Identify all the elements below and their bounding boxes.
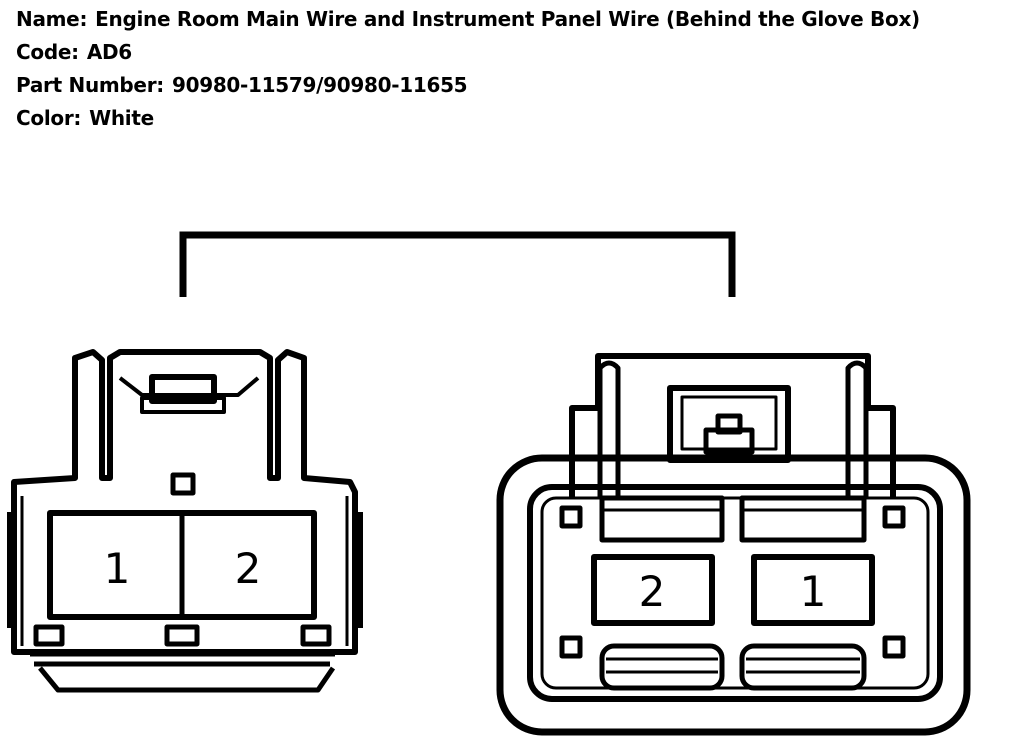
right-connector-top-housing	[569, 353, 896, 498]
right-connector-guide-ribs	[606, 657, 860, 674]
part-number-row: Part Number: 90980-11579/90980-11655	[16, 69, 920, 102]
left-connector-pin-2-label: 2	[235, 544, 262, 593]
right-connector-corner-slot-top-left	[559, 505, 583, 529]
right-connector-corner-slot-top-right	[882, 505, 906, 529]
left-connector-slot-center	[164, 624, 200, 647]
left-connector-skirt	[38, 666, 336, 693]
name-row: Name: Engine Room Main Wire and Instrumen…	[16, 3, 920, 36]
right-connector-pin-1-label: 1	[800, 567, 827, 616]
right-connector-latch-tip	[715, 413, 743, 435]
right-connector-latch-arm-left	[597, 360, 621, 498]
code-label: Code:	[16, 40, 79, 64]
right-connector-rail-top-right	[739, 495, 867, 543]
mating-bracket	[179, 231, 736, 297]
left-connector-latch	[149, 374, 217, 404]
connector-info: Name: Engine Room Main Wire and Instrumen…	[16, 3, 920, 135]
right-connector-corner-slot-bottom-left	[559, 635, 583, 659]
right-connector-corner-slot-bottom-right	[882, 635, 906, 659]
left-connector-slot-right	[300, 624, 332, 647]
color-row: Color: White	[16, 102, 920, 135]
part-number-value: 90980-11579/90980-11655	[171, 73, 468, 97]
left-connector-inner-trim	[20, 496, 349, 646]
left-connector-latch-base	[140, 396, 226, 414]
right-connector-latch-housing	[667, 385, 791, 463]
right-connector-guide-bottom-right	[739, 643, 867, 691]
right-connector-cavity-left	[591, 554, 715, 626]
name-label: Name:	[16, 7, 88, 31]
right-connector-latch-frame	[680, 395, 778, 451]
right-connector-pin-2-label: 2	[639, 567, 666, 616]
right-connector-latch-arm-right	[845, 360, 869, 498]
right-connector	[496, 353, 971, 736]
color-label: Color:	[16, 106, 82, 130]
left-connector-lock-tab	[170, 472, 196, 496]
left-connector-pin-1-label: 1	[104, 544, 131, 593]
code-row: Code: AD6	[16, 36, 920, 69]
left-connector-flange	[30, 651, 335, 667]
left-connector-dome	[118, 376, 260, 397]
right-connector-rail-top-left	[599, 495, 725, 543]
left-connector-housing	[11, 349, 358, 655]
code-value: AD6	[86, 40, 132, 64]
part-number-label: Part Number:	[16, 73, 164, 97]
name-value: Engine Room Main Wire and Instrument Pan…	[95, 7, 920, 31]
color-value: White	[89, 106, 154, 130]
right-connector-inner-trim	[540, 496, 930, 690]
right-connector-cavity-right	[751, 554, 875, 626]
left-connector	[7, 349, 363, 693]
left-connector-slot-left	[33, 624, 65, 647]
right-connector-guide-bottom-left	[599, 643, 725, 691]
right-connector-inner-body	[527, 484, 943, 702]
